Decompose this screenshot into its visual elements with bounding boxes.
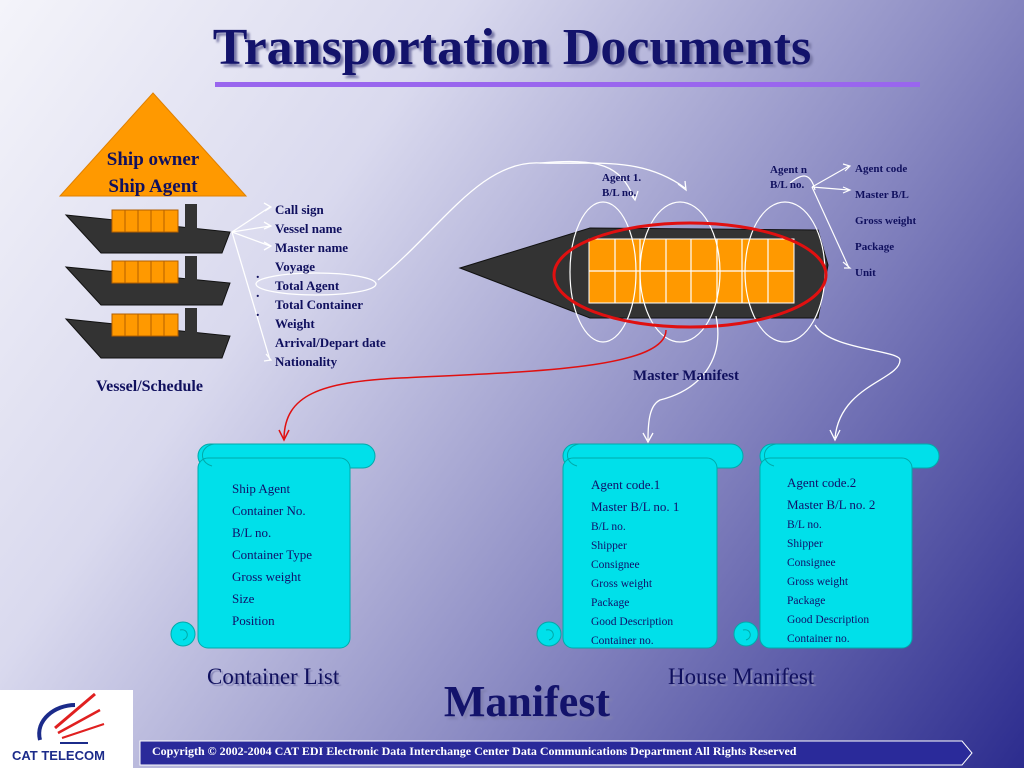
field-item: Total Container <box>275 297 363 312</box>
agent-1-text: Agent 1. <box>602 172 642 184</box>
container-list-scroll <box>170 443 376 649</box>
field-item: Weight <box>275 316 315 331</box>
container-list-items: Ship Agent Container No. B/L no. Contain… <box>232 478 312 632</box>
agent-field-list: Agent code Master B/L Gross weight Packa… <box>855 156 916 286</box>
manifest-heading: Manifest <box>443 677 611 726</box>
ship-owner-triangle <box>58 92 248 197</box>
list-item: Container Type <box>232 547 313 562</box>
agent-n-text: Agent n <box>770 164 807 176</box>
ship-agent-text: Ship Agent <box>108 176 198 197</box>
agent-n-label: Agent n B/L no. <box>770 163 807 193</box>
ship-owner-label: Ship owner Ship Agent <box>85 146 221 200</box>
field-item: Total Agent <box>275 278 340 293</box>
page-title: Transportation Documents <box>212 19 812 76</box>
list-item: Agent code.1 <box>591 477 661 492</box>
list-item: Ship Agent <box>232 481 291 496</box>
vessel-icon-2 <box>64 256 231 306</box>
agent-n-arrows <box>789 163 852 269</box>
agent-field-item: Gross weight <box>855 215 917 227</box>
list-item: Shipper <box>591 540 627 552</box>
vessel-icon-3 <box>64 308 231 359</box>
cat-telecom-logo-text: CAT TELECOM <box>12 748 105 763</box>
list-item: B/L no. <box>591 521 626 533</box>
house-manifest-1-items: Agent code.1 Master B/L no. 1 B/L no. Sh… <box>591 474 679 651</box>
list-item: Package <box>591 597 630 609</box>
vessel-schedule-caption: Vessel/Schedule <box>96 378 203 395</box>
total-agent-highlight <box>255 272 377 296</box>
field-item: Nationality <box>275 354 338 369</box>
house-manifest-2-items: Agent code.2 Master B/L no. 2 B/L no. Sh… <box>787 472 875 649</box>
field-item: Master name <box>275 240 349 255</box>
vessel-icon-1 <box>64 204 231 254</box>
agent-link-arrows <box>377 160 687 281</box>
list-item: Shipper <box>787 538 823 550</box>
field-item: Call sign <box>275 202 324 217</box>
house-manifest-2-scroll <box>733 443 940 649</box>
list-item: Master B/L no. 2 <box>787 497 876 512</box>
list-item: Consignee <box>591 559 640 571</box>
list-item: Agent code.2 <box>787 475 857 490</box>
vessel-field-arrows <box>231 202 273 362</box>
agent-field-item: Master B/L <box>855 189 909 201</box>
master-ship-icon <box>458 227 829 319</box>
agent-field-item: Unit <box>855 267 876 279</box>
list-item: Good Description <box>787 614 870 626</box>
agent-field-item: Agent code <box>855 163 908 175</box>
list-item: Container no. <box>787 633 850 645</box>
list-item: Master B/L no. 1 <box>591 499 680 514</box>
list-item: Package <box>787 595 826 607</box>
title-underline <box>215 82 920 87</box>
master-manifest-caption: Master Manifest <box>633 368 739 384</box>
agent-field-item: Package <box>855 241 895 253</box>
agent-1-bl-text: B/L no. <box>602 187 637 199</box>
list-item: Size <box>232 591 255 606</box>
master-manifest-highlight <box>552 221 828 329</box>
ship-owner-text: Ship owner <box>106 149 200 170</box>
field-item: Vessel name <box>275 221 343 236</box>
container-list-arrow <box>278 329 667 442</box>
field-item: Arrival/Depart date <box>275 335 386 350</box>
list-item: Container No. <box>232 503 306 518</box>
footer-copyright: Copyrigth © 2002-2004 CAT EDI Electronic… <box>152 744 797 758</box>
list-item: Container no. <box>591 635 654 647</box>
container-list-caption: Container List <box>207 664 340 689</box>
house-manifest-1-scroll <box>536 443 744 649</box>
list-item: Consignee <box>787 557 836 569</box>
list-item: Gross weight <box>787 576 849 588</box>
agent-1-label: Agent 1. B/L no. <box>602 171 641 201</box>
ellipsis-dots: ... <box>256 267 260 320</box>
list-item: B/L no. <box>787 519 822 531</box>
cat-telecom-logo-icon <box>0 690 133 768</box>
vessel-field-list: Call sign Vessel name Master name Voyage… <box>275 200 386 371</box>
list-item: Position <box>232 613 275 628</box>
house-manifest-caption: House Manifest <box>668 664 815 689</box>
footer-banner <box>139 740 973 766</box>
list-item: Good Description <box>591 616 674 628</box>
list-item: Gross weight <box>232 569 301 584</box>
agent-n-bl-text: B/L no. <box>770 179 805 191</box>
list-item: Gross weight <box>591 578 653 590</box>
list-item: B/L no. <box>232 525 272 540</box>
field-item: Voyage <box>275 259 315 274</box>
house-manifest-arrows <box>642 315 901 444</box>
